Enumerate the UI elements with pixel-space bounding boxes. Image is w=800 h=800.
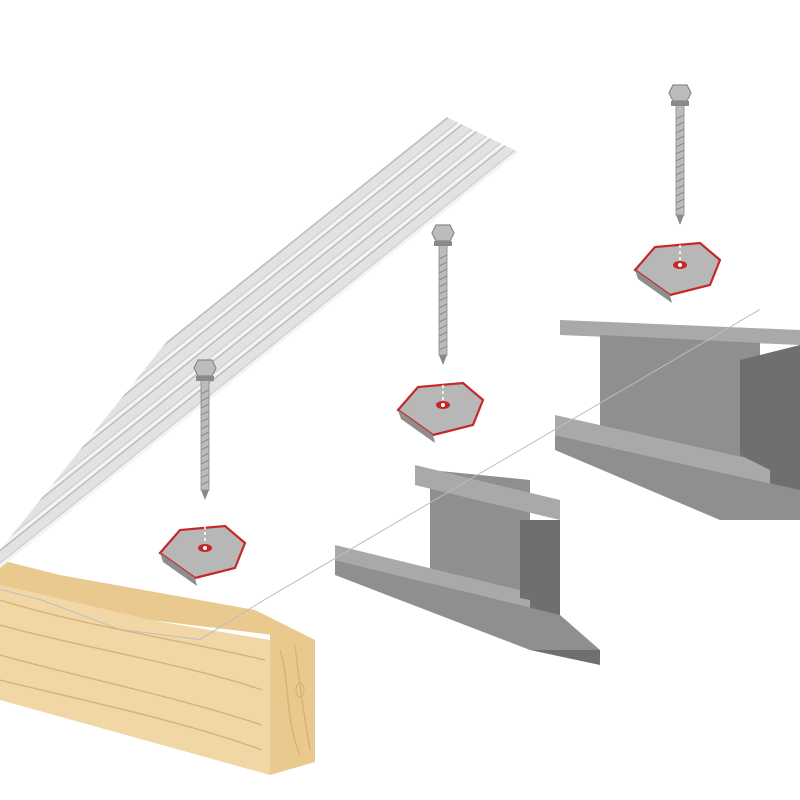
screw-thread [200,403,210,409]
fastener-rear [633,84,722,303]
timber-grain-lines [0,599,311,756]
screw-thread [438,317,448,323]
screw-thread [200,459,210,465]
screw-thread [200,473,210,479]
screw-hex-head [193,359,217,377]
screw-hex-head [431,224,455,242]
beam-middle-top-flange [415,465,560,520]
screw-thread [675,142,685,148]
screw-thread [675,170,685,176]
screw-thread [200,417,210,423]
saddle-washer [396,381,485,437]
screw-thread [438,310,448,316]
sheet-strip-13 [92,20,770,435]
screw-thread [200,445,210,451]
washer-center [678,263,682,267]
sheet-strip-14 [97,20,770,429]
timber-knot [295,682,305,698]
screw-thread [675,149,685,155]
screw-thread [675,135,685,141]
screw-thread [438,303,448,309]
beam-middle-bottom-flange-front [335,560,600,650]
screw-tip [201,490,209,500]
screw-thread [675,128,685,134]
beam-rear-bottom-flange-front [555,435,800,520]
saddle-washer-side [160,553,197,586]
screw-thread [675,184,685,190]
screw-thread [438,338,448,344]
screw-thread [675,121,685,127]
screw-tip [676,215,684,225]
saddle-washer-side [635,270,672,303]
fastener-front [158,359,247,586]
screw-hex-head [668,84,692,102]
screw-thread [438,331,448,337]
steel-i-beam-middle [335,465,600,665]
beam-middle-bottom-flange-top [335,545,560,615]
screw-thread [200,452,210,458]
steel-i-beam-rear [555,320,800,520]
screw-head-flange [196,376,214,381]
timber-end-face [270,630,315,775]
screw-thread [438,268,448,274]
timber-top-face [0,560,315,640]
screw-thread [675,205,685,211]
screw-thread [438,261,448,267]
screw-thread [438,282,448,288]
screw-thread [675,114,685,120]
saddle-washer [158,524,247,580]
sheet-strip-1 [0,20,676,590]
screw-thread [200,410,210,416]
screw-thread [438,296,448,302]
washer-center [441,403,445,407]
saddle-washer [633,241,722,297]
screw-thread [200,424,210,430]
sheet-strip-0 [0,26,671,600]
screw-thread [438,254,448,260]
washer-center [203,546,207,550]
screw-thread [675,198,685,204]
screw-thread [675,163,685,169]
beam-rear-end-face [740,345,800,520]
screw-thread [438,289,448,295]
screw-thread [675,156,685,162]
screw-thread [200,480,210,486]
screw-head-flange [671,101,689,106]
screw-thread [438,275,448,281]
screw-thread [675,177,685,183]
screw-thread [675,191,685,197]
saddle-washer-side [398,410,435,443]
screw-thread [438,324,448,330]
beam-rear-bottom-flange-top [555,415,800,490]
sheet-strip-12 [83,20,770,446]
screw-thread [200,438,210,444]
screw-tip [439,355,447,365]
screw-thread [200,389,210,395]
screw-thread [200,396,210,402]
screw-thread [200,431,210,437]
sheet-strip-2 [0,20,699,584]
fastener-middle [396,224,485,443]
screw-thread [200,466,210,472]
screw-thread [438,345,448,351]
beam-rear-top-flange [560,320,800,345]
timber-side-face [0,585,270,775]
screw-head-flange [434,241,452,246]
timber-purlin [0,560,315,775]
